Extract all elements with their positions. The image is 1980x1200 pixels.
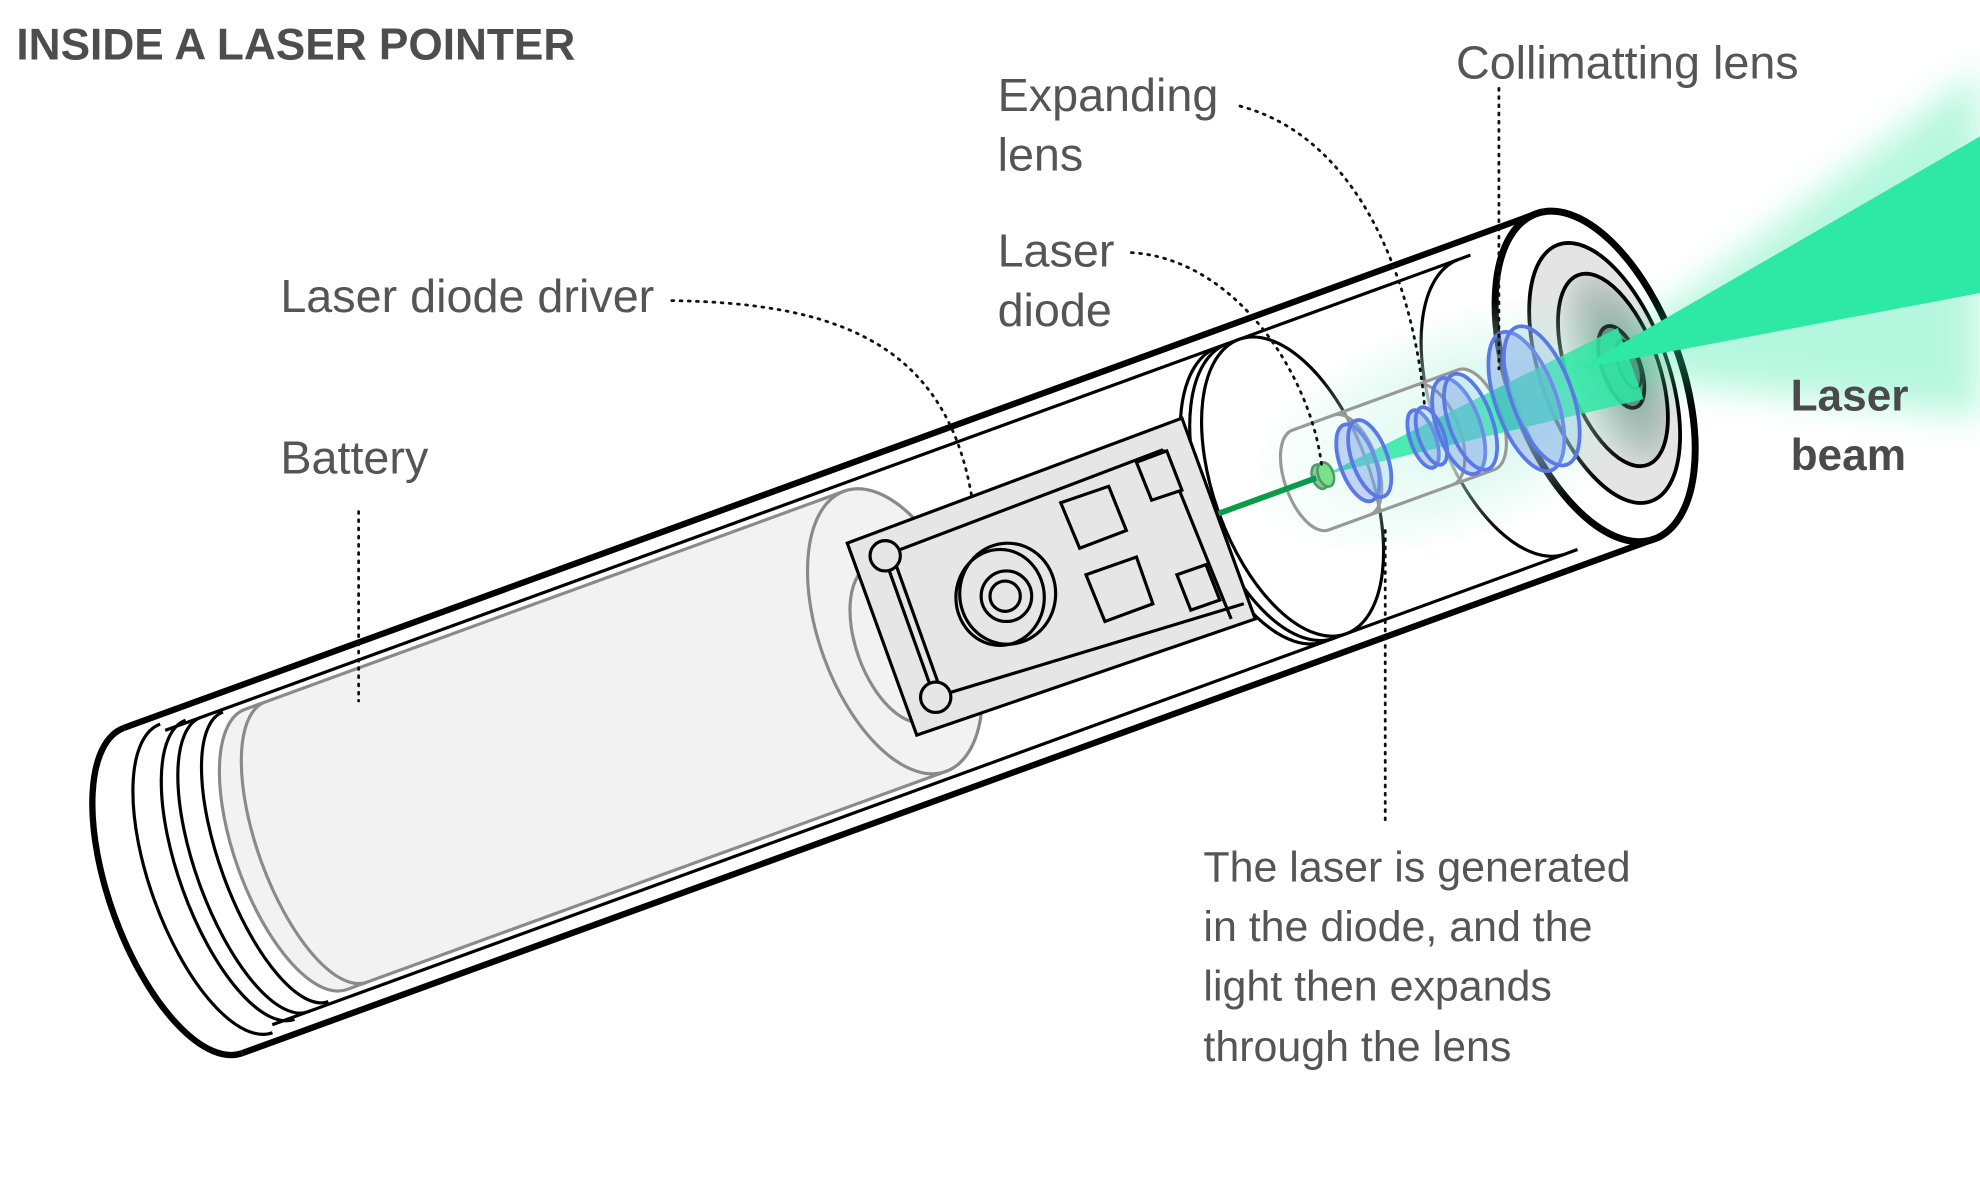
caption-line: The laser is generated (1203, 844, 1630, 892)
board-component (1174, 562, 1222, 613)
board-chip (1083, 555, 1155, 624)
caption: The laser is generated in the diode, and… (1203, 844, 1630, 1071)
collimating-lens (1486, 324, 1582, 473)
tube-inner-top (164, 253, 1471, 732)
back-cap-outer (89, 724, 244, 1059)
board-chip (1058, 484, 1129, 551)
back-cap-ring-1 (131, 722, 274, 1036)
label-laser-beam-line1: Laser (1791, 372, 1909, 421)
label-laser-beam-line2: beam (1791, 431, 1906, 480)
intermediate-lens-large (1430, 371, 1500, 477)
driver-leader (670, 299, 974, 502)
laser-diode-driver-board (845, 416, 1258, 738)
back-cap-ring-2 (159, 718, 296, 1023)
laser-beam (1578, 69, 1980, 417)
back-cap-ring-3 (176, 715, 309, 1015)
board-mount-hole (918, 680, 953, 714)
tube-outer-top (122, 208, 1543, 731)
page-title: INSIDE A LASER POINTER (16, 20, 575, 69)
expanding-lens-leader (1238, 104, 1426, 406)
label-laser-diode-line1: Laser (998, 225, 1115, 277)
diode-leader (1130, 251, 1324, 472)
board-mount-hole (868, 539, 902, 573)
laser-beam-core (1578, 136, 1980, 369)
expanding-lens (1334, 418, 1394, 504)
caption-line: in the diode, and the (1203, 903, 1592, 951)
tube-inner-bottom (271, 548, 1579, 1027)
tube-outer-bottom (241, 533, 1662, 1057)
label-expanding-lens-line1: Expanding (998, 69, 1219, 121)
caption-line: through the lens (1203, 1023, 1511, 1071)
label-expanding-lens-line2: lens (998, 129, 1084, 181)
label-laser-diode-line2: diode (998, 284, 1112, 336)
board-component (1134, 448, 1185, 503)
label-laser-diode-driver: Laser diode driver (280, 270, 654, 322)
label-battery: Battery (280, 432, 429, 484)
label-collimating-lens: Collimatting lens (1456, 36, 1799, 88)
back-cap-ring-4 (199, 710, 329, 1005)
caption-line: light then expands (1203, 962, 1551, 1010)
intermediate-lens-small (1405, 405, 1450, 470)
laser-diode (1310, 461, 1336, 491)
